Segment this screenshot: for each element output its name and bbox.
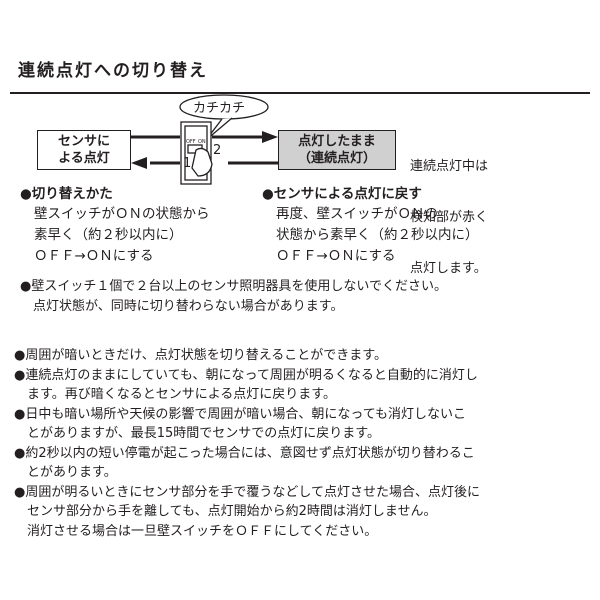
- note-line: 点灯します。: [410, 261, 487, 276]
- notes-list: ●周囲が暗いときだけ、点灯状態を切り替えることができます。 ●連続点灯のままにし…: [14, 346, 480, 541]
- warning-note: ●壁スイッチ１個で２台以上のセンサ照明器具を使用しないでください。 点灯状態が、…: [20, 277, 447, 316]
- instruction-line: 素早く（約２秒以内に）: [34, 227, 183, 243]
- continuous-lighting-box: 点灯したまま （連続点灯）: [278, 130, 396, 170]
- note-item-cont: とがありますが、最長15時間でセンサでの点灯に戻ります。: [14, 426, 380, 441]
- instruction-line: 壁スイッチがＯＮの状態から: [34, 206, 210, 222]
- note-item: ●連続点灯のままにしていても、朝になって周囲が明るくなると自動的に消灯し: [14, 367, 478, 383]
- hand-icon: [191, 147, 213, 177]
- note-item: ●約2秒以内の短い停電が起こった場合には、意図せず点灯状態が切り替わるこ: [14, 445, 475, 461]
- arrow-right-icon: [262, 131, 278, 143]
- note-item-cont: ます。再び暗くなるとセンサによる点灯に戻ります。: [14, 387, 337, 402]
- return-to-sensor-section: ●センサによる点灯に戻す 再度、壁スイッチがＯＮの 状態から素早く（約２秒以内に…: [262, 182, 479, 267]
- switch-illustration: [131, 94, 278, 185]
- note-item: ●周囲が暗いときだけ、点灯状態を切り替えることができます。: [14, 348, 388, 363]
- title-divider: [10, 92, 590, 94]
- note-item-cont: センサ部分から手を離しても、点灯開始から約2時間は消灯しません。: [14, 504, 437, 519]
- note-item: ●周囲が明るいときにセンサ部分を手で覆うなどして点灯させた場合、点灯後に: [14, 484, 480, 500]
- instruction-line: 状態から素早く（約２秒以内に）: [276, 227, 479, 243]
- warning-line: 点灯状態が、同時に切り替わらない場合があります。: [20, 298, 344, 314]
- switch-on-label: ON: [198, 139, 206, 145]
- arrow-left-icon: [131, 157, 147, 169]
- section-heading: ●センサによる点灯に戻す: [262, 186, 422, 202]
- page-title: 連続点灯への切り替え: [18, 61, 208, 81]
- step-1-label: 1: [183, 156, 192, 171]
- instruction-line: 再度、壁スイッチがＯＮの: [276, 206, 438, 222]
- warning-line: ●壁スイッチ１個で２台以上のセンサ照明器具を使用しないでください。: [20, 279, 447, 294]
- box-line: センサに: [57, 134, 110, 149]
- continuous-note: 連続点灯中は 検知部が赤く 点灯します。: [410, 124, 488, 311]
- note-item-cont: 消灯させる場合は一旦壁スイッチをＯＦＦにしてください。: [14, 523, 378, 539]
- instruction-line: ＯＦＦ→ＯＮにする: [34, 248, 154, 264]
- box-line: 点灯したまま: [298, 134, 376, 149]
- note-item: ●日中も暗い場所や天候の影響で周囲が暗い場合、朝になっても消灯しないこ: [14, 406, 467, 422]
- sensor-lighting-box: センサに よる点灯: [37, 130, 131, 170]
- box-line: よる点灯: [58, 151, 110, 166]
- how-to-switch-section: ●切り替えかた 壁スイッチがＯＮの状態から 素早く（約２秒以内に） ＯＦＦ→ＯＮ…: [20, 182, 210, 267]
- switch-off-label: OFF: [186, 139, 196, 145]
- note-item-cont: とがあります。: [14, 465, 117, 480]
- note-line: 検知部が赤く: [410, 210, 489, 225]
- step-2-label: 2: [213, 143, 222, 158]
- instruction-line: ＯＦＦ→ＯＮにする: [276, 248, 396, 264]
- note-line: 連続点灯中は: [410, 159, 489, 174]
- bubble-text: カチカチ: [193, 101, 246, 116]
- box-line: （連続点灯）: [297, 151, 376, 166]
- section-heading: ●切り替えかた: [20, 186, 113, 202]
